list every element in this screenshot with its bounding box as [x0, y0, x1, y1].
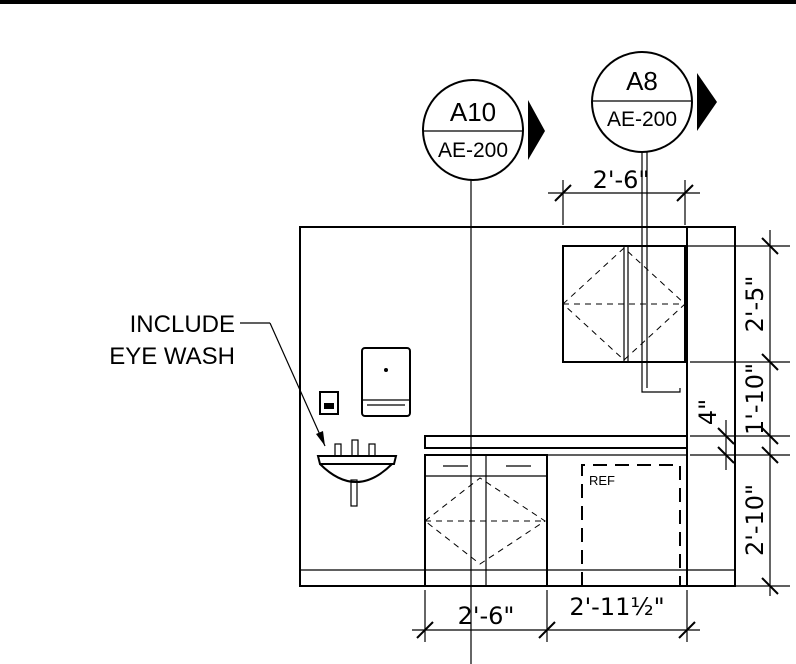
dimension-right-middle: 1'-10": [741, 363, 769, 435]
refrigerator-space: REF: [581, 464, 681, 586]
countertop: [424, 435, 688, 456]
upper-cabinet: [562, 245, 686, 363]
dimension-right-upper: 2'-5": [741, 276, 769, 333]
dimension-bottom-ref: 2'-11½": [569, 593, 664, 621]
dimension-top: 2'-6": [548, 166, 700, 225]
dimension-right-lower: 2'-10": [741, 484, 769, 556]
dimension-bottom-sink: 2'-6": [458, 602, 515, 630]
paper-towel-dispenser: [361, 347, 411, 417]
eye-wash-sink: [316, 439, 398, 507]
callout-number: A8: [626, 66, 658, 96]
soap-dispenser: [319, 391, 339, 415]
note-line-2: EYE WASH: [109, 343, 235, 370]
dimension-top-text: 2'-6": [593, 166, 650, 194]
dimension-bottom: 2'-6" 2'-11½": [412, 590, 700, 642]
callout-number: A10: [450, 97, 496, 127]
ref-label: REF: [589, 473, 615, 488]
section-callout-a8: A8 AE-200: [591, 51, 717, 393]
wall-elevation: [299, 226, 736, 587]
callout-sheet: AE-200: [438, 139, 508, 162]
base-cabinet: [424, 454, 548, 587]
callout-sheet: AE-200: [607, 108, 677, 131]
eye-wash-note: INCLUDE EYE WASH: [109, 311, 326, 447]
dimension-right-gap: 4": [694, 399, 722, 425]
section-callout-a10: A10 AE-200: [422, 79, 545, 664]
note-line-1: INCLUDE: [130, 311, 235, 338]
dimension-right: 2'-5" 1'-10" 4" 2'-10": [685, 230, 790, 596]
